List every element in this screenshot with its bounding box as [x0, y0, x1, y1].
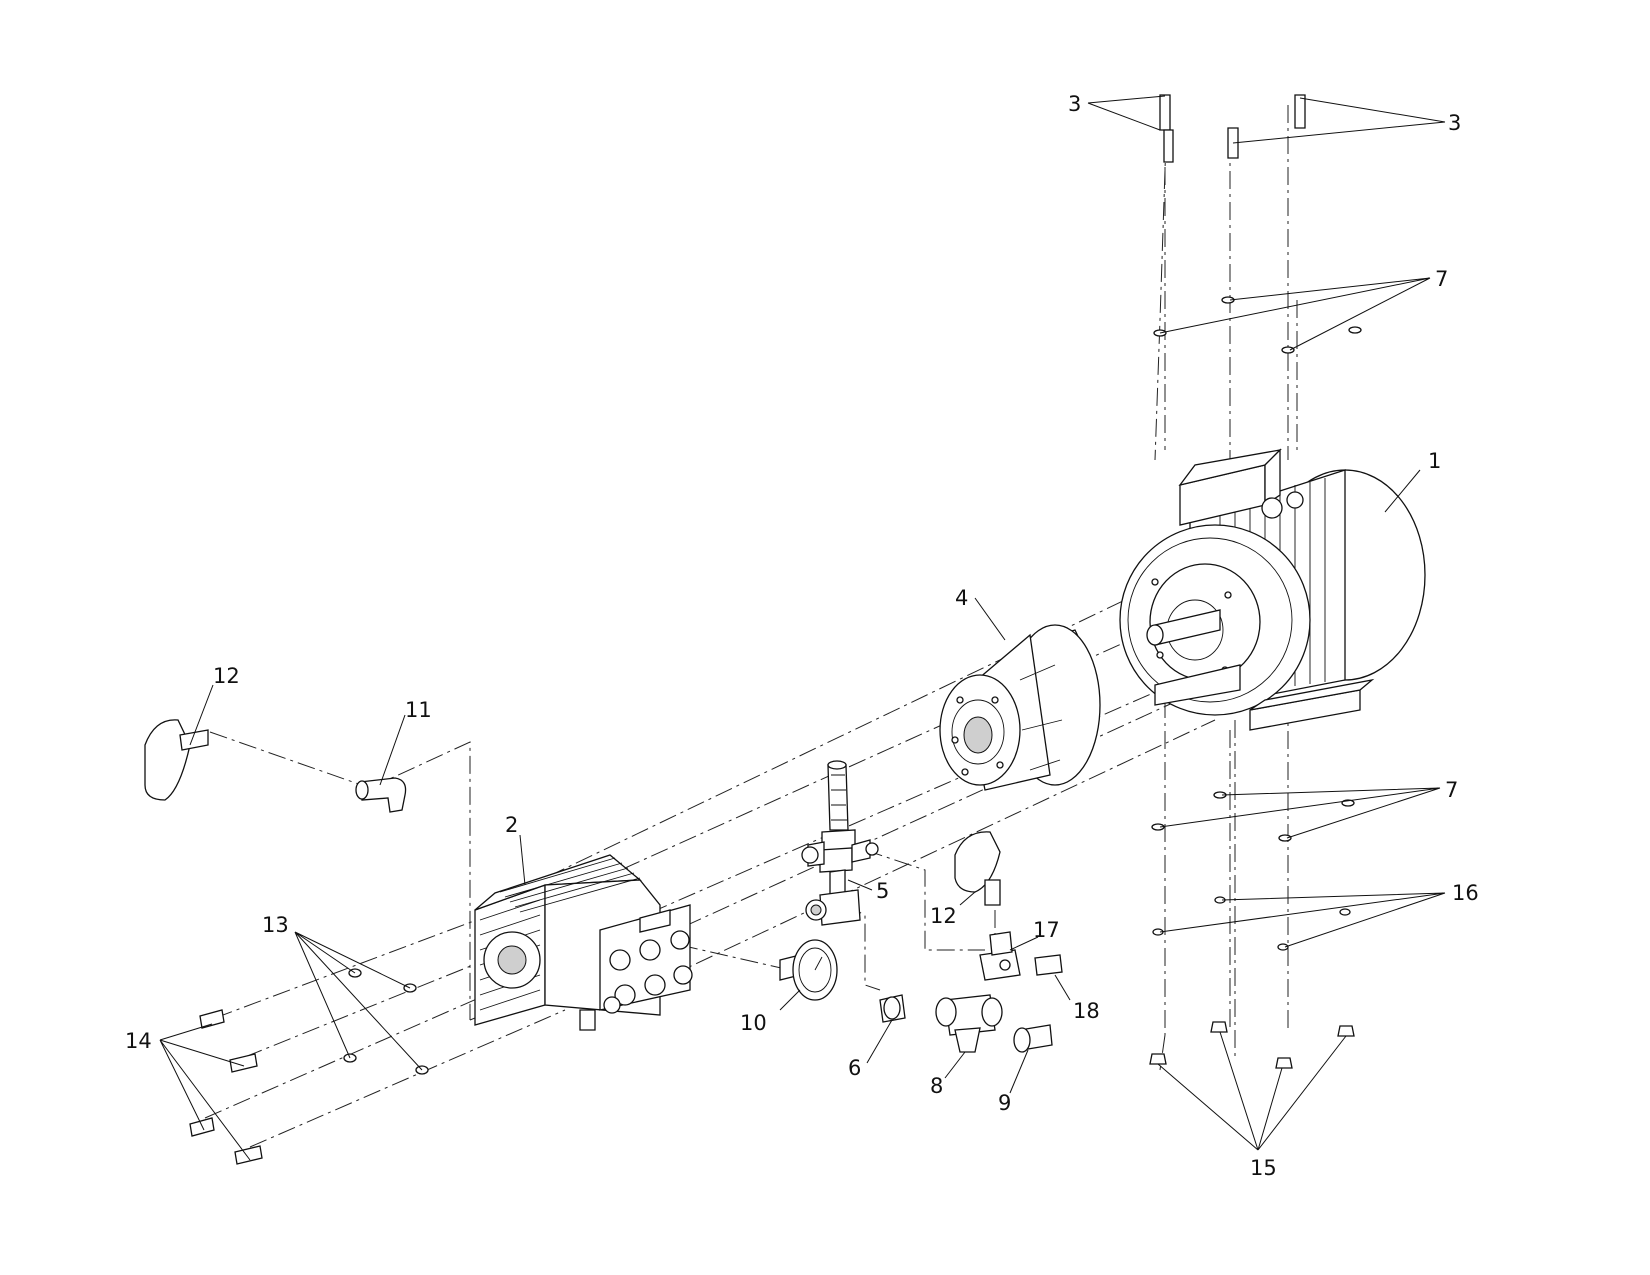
callout-3-left: 3: [1068, 92, 1081, 116]
callout-5: 5: [876, 879, 889, 903]
pressure-gauge: [779, 939, 838, 1001]
inlet-fittings: [879, 931, 1063, 1053]
callout-15: 15: [1250, 1156, 1277, 1180]
callout-9: 9: [998, 1091, 1011, 1115]
callout-4: 4: [955, 586, 968, 610]
electric-motor: [1119, 448, 1426, 731]
callout-1: 1: [1428, 449, 1441, 473]
callout-2: 2: [505, 813, 518, 837]
callout-7-top: 7: [1435, 267, 1448, 291]
callout-6: 6: [848, 1056, 861, 1080]
callout-12-top: 12: [213, 664, 240, 688]
leader-lines: [159, 95, 1446, 1161]
callout-16: 16: [1452, 881, 1479, 905]
callout-18: 18: [1073, 999, 1100, 1023]
callout-8: 8: [930, 1074, 943, 1098]
callout-13: 13: [262, 913, 289, 937]
top-bolts: [1159, 94, 1306, 163]
callout-12-bottom: 12: [930, 904, 957, 928]
callout-14: 14: [125, 1029, 152, 1053]
bell-housing-adapter: [939, 624, 1101, 791]
callout-10: 10: [740, 1011, 767, 1035]
callout-17: 17: [1033, 918, 1060, 942]
oil-cap-and-elbow: [144, 719, 1001, 906]
callout-11: 11: [405, 698, 432, 722]
callout-labels: 1 2 3 3 4 5 6 7 7 8 9 10 11 12 12 13 14 …: [125, 92, 1479, 1180]
bolts-and-washers: [189, 94, 1362, 1165]
unloader-valve: [801, 760, 879, 926]
callout-3-right: 3: [1448, 111, 1461, 135]
pressure-pump: [474, 854, 693, 1031]
callout-7-bottom: 7: [1445, 778, 1458, 802]
